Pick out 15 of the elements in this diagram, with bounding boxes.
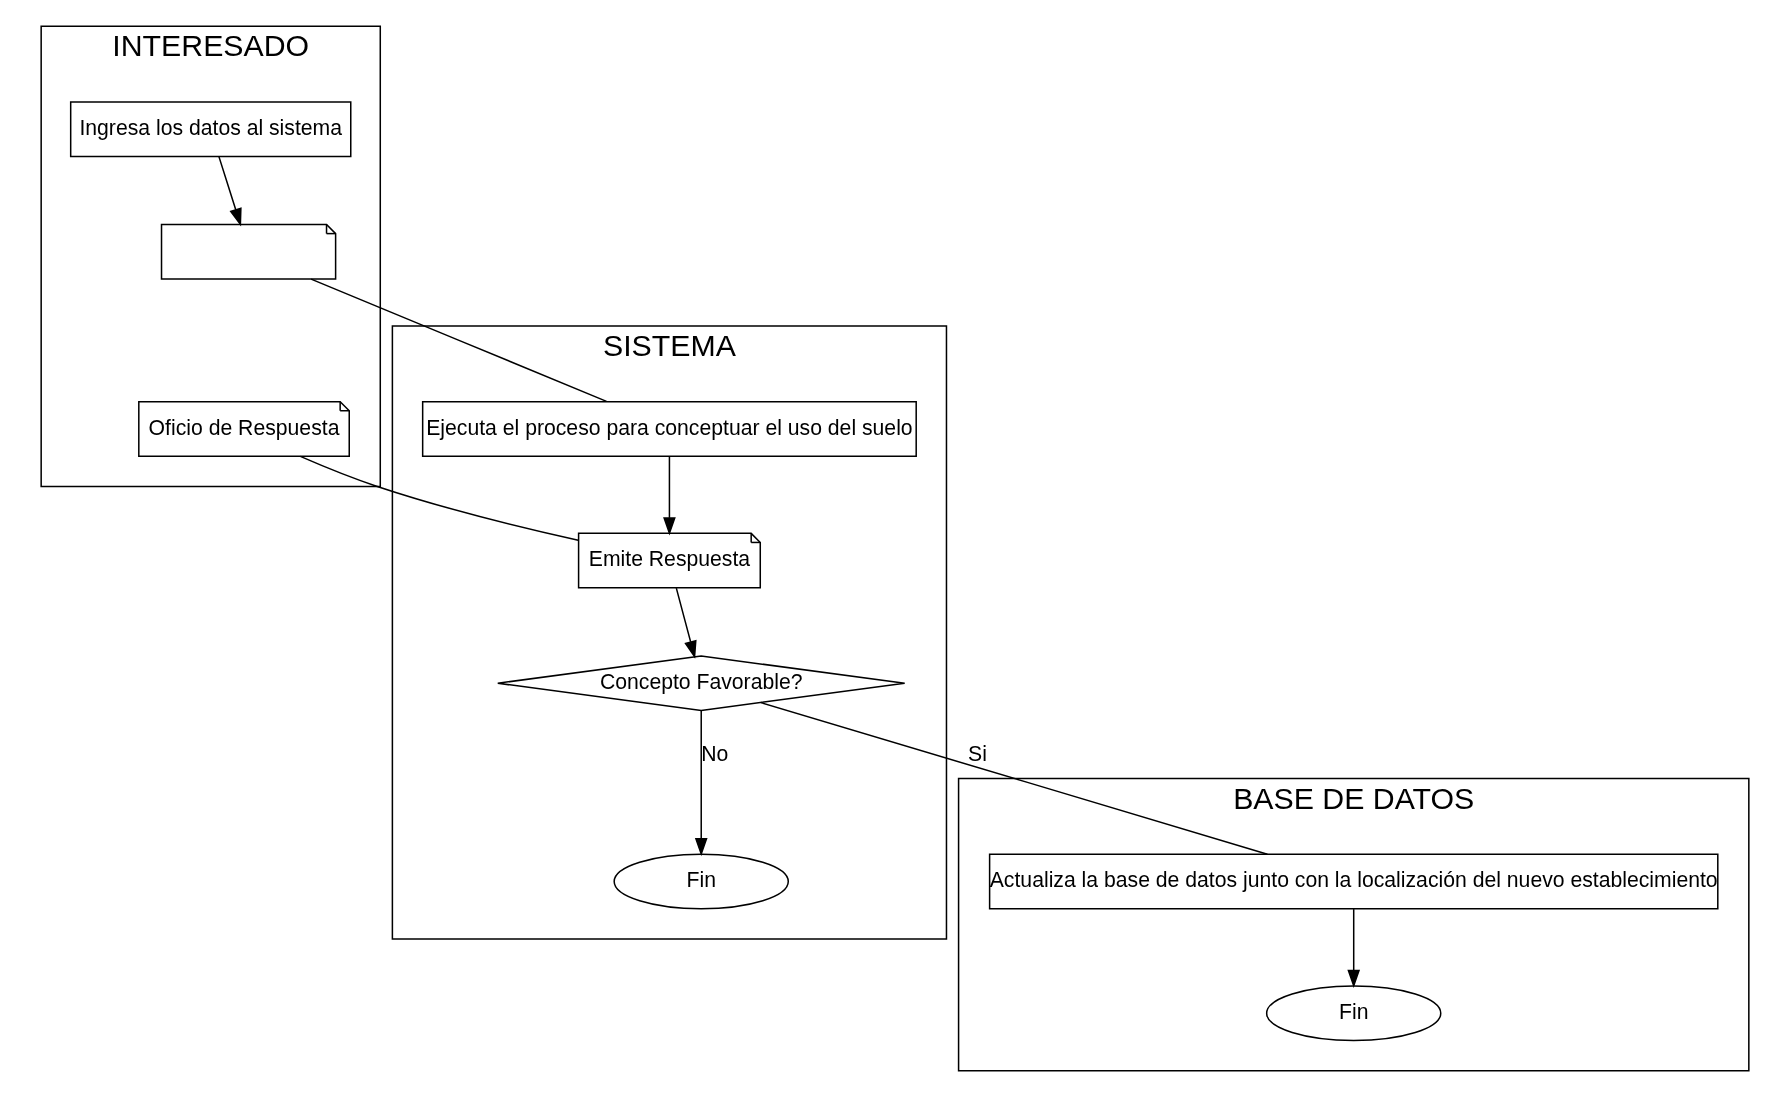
- node-box: Actualiza la base de datos junto con la localización del nuevo establecimiento: [988, 853, 1719, 910]
- node-box: Ingresa los datos al sistema: [69, 101, 352, 158]
- edge-label: No: [701, 741, 729, 765]
- node-diamond: Concepto Favorable?: [497, 655, 906, 712]
- arrow: [675, 587, 697, 659]
- edge-label: Si: [968, 741, 987, 765]
- arrow: [663, 455, 676, 536]
- node-ellipse: Fin: [1265, 985, 1442, 1042]
- arrow: [694, 709, 708, 857]
- connector: [760, 701, 1269, 855]
- arrow: [1347, 908, 1361, 989]
- connector: [310, 278, 608, 403]
- node-ellipse: Fin: [613, 853, 790, 910]
- node-box: Ejecuta el proceso para conceptuar el uso del suelo: [421, 400, 917, 457]
- arrow: [218, 155, 242, 227]
